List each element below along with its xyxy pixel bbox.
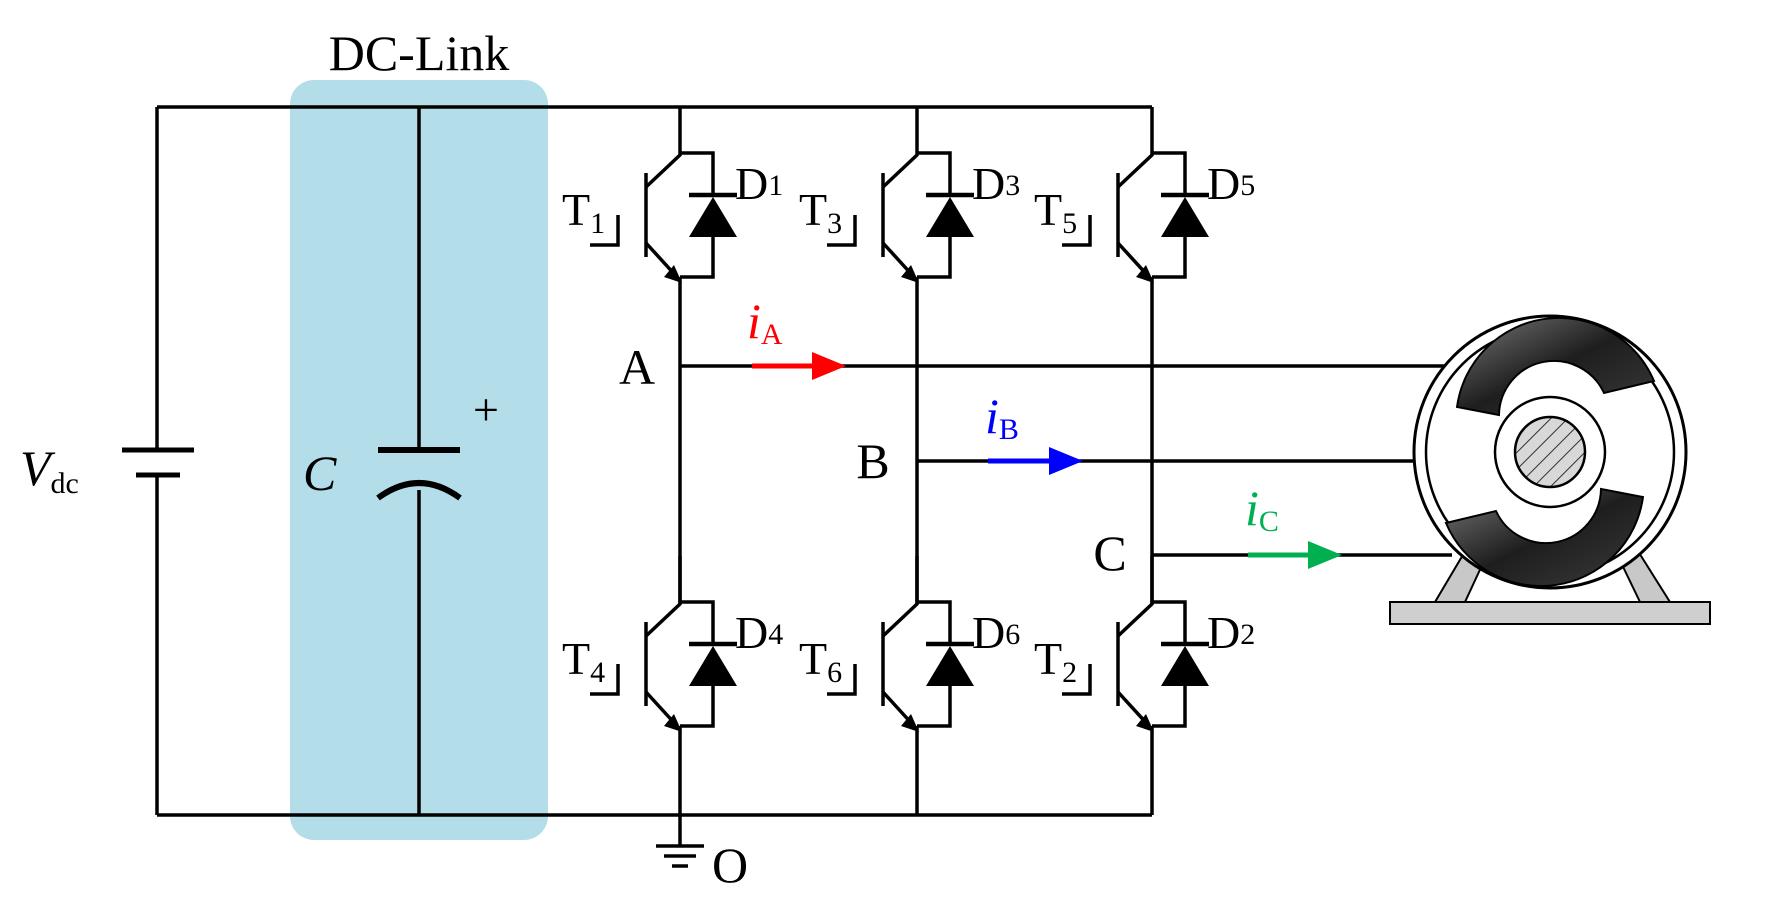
diode-label: D3 <box>972 158 1020 209</box>
switch-3: T5 D5 <box>1034 107 1255 325</box>
source-label: Vdc <box>20 440 79 500</box>
transistor-label: T3 <box>799 184 842 240</box>
dc-bus <box>155 105 1152 817</box>
node-a-label: A <box>619 339 655 395</box>
diode-label: D2 <box>1207 607 1255 658</box>
ground-label: O <box>712 837 748 893</box>
dclink-highlight <box>290 80 548 840</box>
switch-2: T3 D3 <box>799 107 1020 325</box>
node-b-label: B <box>856 433 889 489</box>
capacitor-label: C <box>303 445 337 501</box>
switch-5: T6 D6 <box>799 556 1020 774</box>
transistor-label: T5 <box>1034 184 1077 240</box>
switch-4: T4 D4 <box>562 556 783 774</box>
current-arrow-b <box>988 447 1083 475</box>
current-a-label: iA <box>747 293 783 351</box>
transistor-label: T1 <box>562 184 605 240</box>
current-c-label: iC <box>1245 480 1279 538</box>
diode-label: D6 <box>972 607 1020 658</box>
dc-source <box>122 447 194 478</box>
transistor-label: T4 <box>562 633 605 689</box>
transistor-label: T6 <box>799 633 842 689</box>
current-arrow-a <box>752 352 846 380</box>
motor-icon <box>1389 314 1711 625</box>
diode-label: D1 <box>735 158 783 209</box>
switch-6: T2 D2 <box>1034 556 1255 774</box>
transistor-label: T2 <box>1034 633 1077 689</box>
ground-symbol <box>656 815 704 868</box>
switch-1: T1 D1 <box>562 107 783 325</box>
current-b-label: iB <box>985 388 1019 446</box>
dclink-capacitor <box>376 447 462 501</box>
dclink-title: DC-Link <box>329 25 510 81</box>
node-c-label: C <box>1093 525 1126 581</box>
current-arrow-c <box>1248 541 1342 569</box>
diode-label: D5 <box>1207 158 1255 209</box>
capacitor-polarity: + <box>473 384 499 435</box>
diode-label: D4 <box>735 607 783 658</box>
